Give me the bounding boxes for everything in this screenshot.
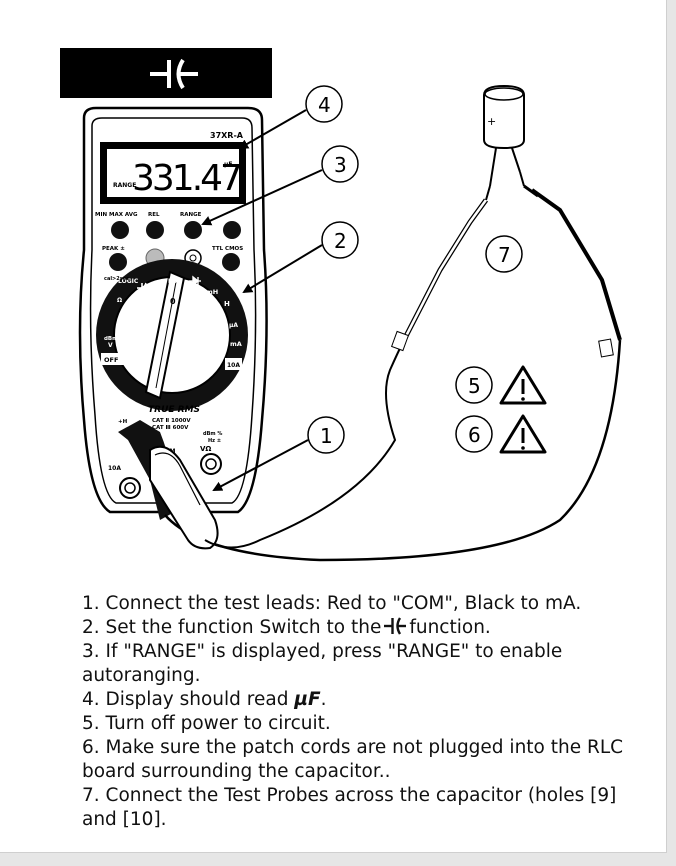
rel-button — [146, 221, 164, 239]
instruction-step-6: 6. Make sure the patch cords are not plu… — [82, 737, 624, 782]
jack-label-dbm: dBm % — [203, 431, 222, 437]
callout-1: 1 — [212, 416, 345, 491]
svg-text:3: 3 — [334, 153, 347, 177]
dial-off: OFF — [104, 356, 118, 364]
capacitor-polarity: + — [487, 115, 496, 128]
model-label: 37XR-A — [210, 131, 244, 140]
dial-hz: Hz — [168, 278, 177, 285]
ttl-button — [222, 253, 240, 271]
callout-4: 4 — [238, 85, 343, 149]
range-button — [184, 221, 202, 239]
callout-5: 5 — [455, 365, 547, 405]
multimeter-diagram: 37XR-A RANGE 331.47 µF MIN MAX AVG REL R… — [60, 48, 622, 562]
dial-h: H — [224, 300, 230, 308]
manual-page: 37XR-A RANGE 331.47 µF MIN MAX AVG REL R… — [0, 0, 667, 853]
dial-ua: µA — [229, 322, 238, 329]
svg-text:2: 2 — [334, 229, 347, 253]
cat-line-2: CAT Ⅲ 600V — [152, 425, 189, 431]
range-label: RANGE — [180, 212, 202, 218]
dial-diode-icon — [189, 275, 201, 287]
dial-ma: mA — [230, 340, 242, 348]
callout-2: 2 — [242, 221, 359, 294]
svg-text:7: 7 — [498, 243, 511, 267]
warning-icon — [499, 414, 547, 454]
instruction-step-5: 5. Turn off power to circuit. — [82, 713, 331, 734]
cal-label: cal>2sec — [104, 276, 129, 282]
minmax-label: MIN MAX AVG — [95, 212, 138, 218]
dial-dbm: dBm — [104, 336, 118, 342]
svg-text:1: 1 — [320, 424, 333, 448]
instruction-step-4: 4. Display should read µF. — [82, 689, 327, 710]
peak-button — [109, 253, 127, 271]
instruction-list: 1. Connect the test leads: Red to "COM",… — [82, 592, 652, 832]
svg-text:4: 4 — [318, 93, 331, 117]
callout-7: 7 — [485, 235, 523, 273]
header-box — [60, 48, 272, 98]
ttl-label: TTL CMOS — [212, 246, 243, 252]
svg-text:5: 5 — [468, 374, 481, 398]
dial-mh: mH — [206, 288, 218, 296]
red-test-lead — [149, 185, 491, 550]
callout-3: 3 — [201, 145, 359, 226]
capacitor-icon — [384, 617, 407, 635]
svg-text:0: 0 — [170, 297, 176, 306]
dial-v: V — [108, 342, 113, 349]
true-rms-label: TRUE RMS — [148, 405, 200, 415]
dial-logic: LOGIC — [118, 278, 139, 285]
multimeter: 37XR-A RANGE 331.47 µF MIN MAX AVG REL R… — [78, 106, 268, 514]
peak-label: PEAK ± — [102, 246, 125, 252]
range-annunciator: RANGE — [113, 182, 136, 189]
electrolytic-capacitor: + — [483, 84, 525, 187]
dial-ohm: Ω — [117, 297, 122, 304]
lcd-unit: µF — [224, 161, 233, 168]
jack-label-hz: Hz ± — [208, 438, 221, 444]
warning-icon — [499, 365, 547, 405]
rel-label: REL — [148, 212, 160, 218]
extra-button — [223, 221, 241, 239]
instruction-step-3: 3. If "RANGE" is displayed, press "RANGE… — [82, 641, 563, 686]
jack-label-v: VΩ — [200, 445, 211, 453]
jack-label-h: +H — [118, 419, 128, 425]
callout-6: 6 — [455, 414, 547, 454]
cat-line-1: CAT Ⅱ 1000V — [152, 418, 191, 424]
instruction-step-7: 7. Connect the Test Probes across the ca… — [82, 785, 617, 830]
minmax-button — [111, 221, 129, 239]
instruction-step-1: 1. Connect the test leads: Red to "COM",… — [82, 593, 582, 614]
rotary-switch: 0 LOGIC Hz mH H µA mA 10A OFF dBm V Ω — [96, 259, 248, 411]
lcd-display: RANGE 331.47 µF — [100, 142, 246, 204]
dial-capacitor-icon — [137, 282, 150, 294]
capacitor-icon — [150, 58, 198, 90]
svg-text:6: 6 — [468, 423, 481, 447]
lcd-reading: 331.47 — [132, 158, 240, 199]
jack-label-10a: 10A — [108, 465, 121, 472]
dial-10a: 10A — [227, 362, 240, 369]
